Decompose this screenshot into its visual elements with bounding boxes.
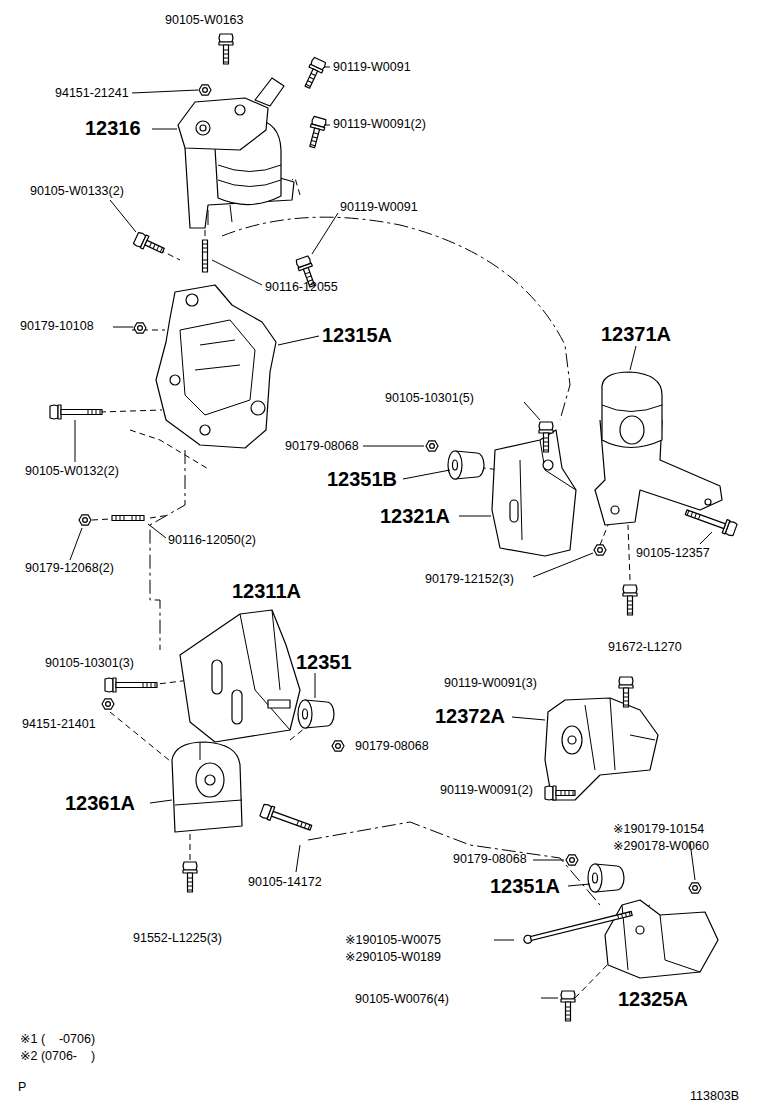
part-number: 12311A bbox=[232, 580, 301, 603]
callout-number: 90179-08068 bbox=[453, 852, 527, 866]
part-number: 12321A bbox=[380, 505, 450, 528]
engine-bracket bbox=[156, 285, 276, 448]
fastener bbox=[50, 34, 737, 1021]
part-number: 12351 bbox=[296, 651, 352, 674]
callout-number: 90119-W0091 bbox=[333, 60, 411, 74]
mount-bracket bbox=[180, 610, 300, 742]
callout-number: 90116-12055 bbox=[265, 280, 338, 294]
callout-number: 90119-W0091 bbox=[340, 200, 418, 214]
part-number: 12372A bbox=[435, 705, 505, 728]
callout-number: 90116-12050(2) bbox=[168, 533, 256, 547]
callout-number: ※290105-W0189 bbox=[345, 950, 441, 964]
leader-line bbox=[70, 67, 712, 998]
callout-number: ※190179-10154 bbox=[613, 822, 704, 836]
callout-number: ※190105-W0075 bbox=[345, 933, 441, 947]
callout-number: 90105-W0133(2) bbox=[30, 184, 124, 198]
callout-number: ※1 ( -0706) bbox=[20, 1032, 95, 1046]
callout-number: 90179-08068 bbox=[285, 439, 359, 453]
part-number: 12371A bbox=[601, 323, 671, 346]
callout-number: 90119-W0091(3) bbox=[444, 676, 537, 690]
callout-number: 90105-10301(3) bbox=[45, 656, 134, 670]
callout-number: 90179-12152(3) bbox=[425, 572, 514, 586]
engine-mount bbox=[172, 742, 242, 832]
assembly-line bbox=[92, 178, 650, 998]
callout-number: 90179-12068(2) bbox=[25, 561, 114, 575]
mount-bracket bbox=[492, 430, 576, 556]
callout-number: 90105-12357 bbox=[636, 546, 710, 560]
engine-mount bbox=[178, 78, 294, 228]
callout-number: 90179-08068 bbox=[355, 739, 429, 753]
callout-number: 113803B bbox=[690, 1089, 739, 1103]
callout-number: P bbox=[18, 1080, 26, 1094]
callout-number: 90105-14172 bbox=[248, 875, 322, 889]
part-number: 12325A bbox=[618, 988, 688, 1011]
callout-number: ※2 (0706- ) bbox=[20, 1049, 95, 1063]
engine-mount bbox=[595, 372, 722, 525]
callout-number: 91672-L1270 bbox=[608, 640, 682, 654]
part-number: 12315A bbox=[322, 324, 392, 347]
callout-number: ※290178-W0060 bbox=[613, 839, 709, 853]
callout-number: 90105-10301(5) bbox=[385, 391, 474, 405]
engine-mount bbox=[545, 698, 658, 800]
mount-bracket bbox=[605, 900, 718, 978]
part-number: 12351B bbox=[327, 468, 397, 491]
callout-number: 90119-W0091(2) bbox=[333, 117, 426, 131]
part-number: 12361A bbox=[65, 792, 135, 815]
callout-number: 94151-21241 bbox=[55, 86, 129, 100]
callout-number: 90105-W0132(2) bbox=[25, 464, 119, 478]
callout-number: 90105-W0076(4) bbox=[355, 992, 449, 1006]
callout-number: 91552-L1225(3) bbox=[133, 931, 222, 945]
part-number: 12316 bbox=[85, 117, 141, 140]
callout-number: 90179-10108 bbox=[20, 319, 94, 333]
callout-number: 90105-W0163 bbox=[165, 13, 244, 27]
callout-number: 94151-21401 bbox=[22, 717, 96, 731]
callout-number: 90119-W0091(2) bbox=[440, 783, 533, 797]
part-number: 12351A bbox=[490, 875, 560, 898]
